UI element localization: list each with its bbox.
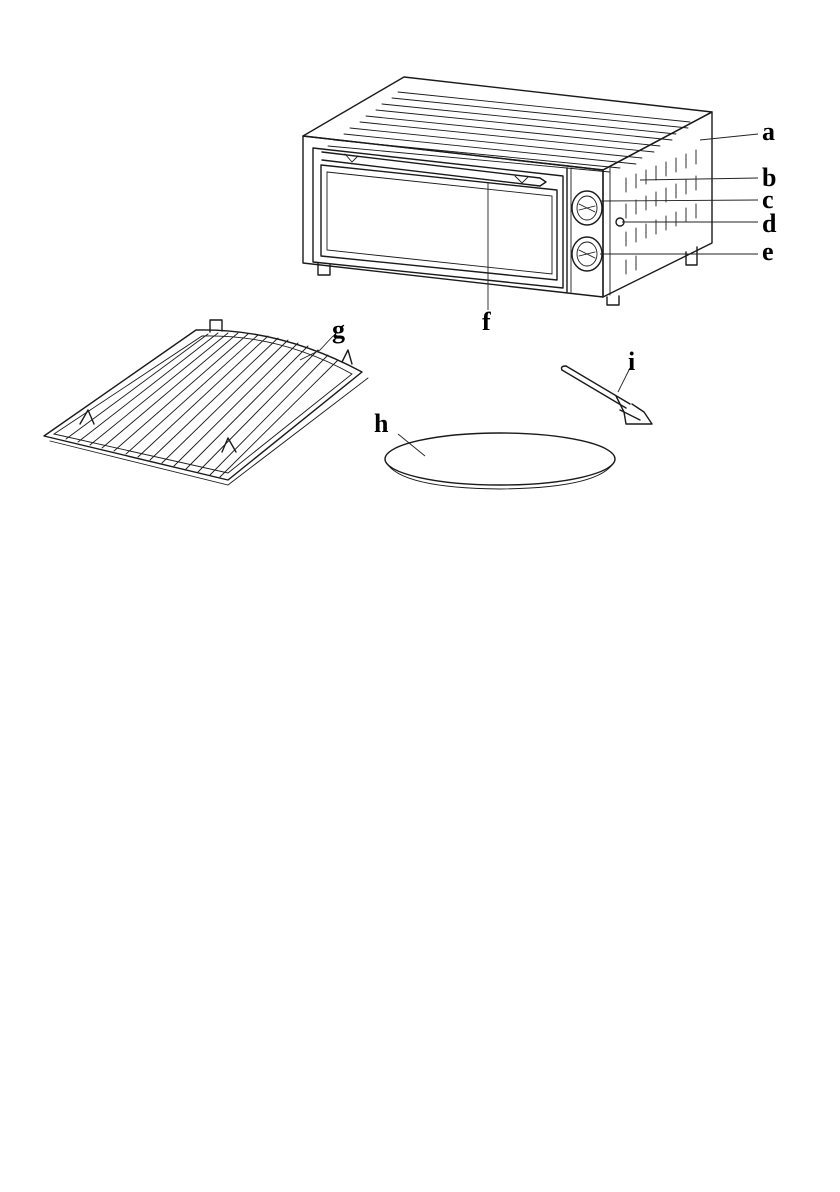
label-f: f	[482, 307, 491, 336]
leader-lines	[300, 134, 758, 456]
oven-feet	[318, 247, 697, 305]
label-a: a	[762, 117, 775, 146]
label-d: d	[762, 209, 777, 238]
label-e: e	[762, 237, 774, 266]
label-h: h	[374, 409, 389, 438]
pizza-peel-tool	[562, 366, 653, 424]
timer-knob	[572, 191, 602, 225]
label-i: i	[628, 347, 635, 376]
label-g: g	[332, 315, 345, 344]
temperature-knob	[572, 237, 602, 271]
pizza-stone	[385, 433, 615, 489]
wire-rack	[44, 320, 368, 485]
oven	[303, 77, 712, 305]
